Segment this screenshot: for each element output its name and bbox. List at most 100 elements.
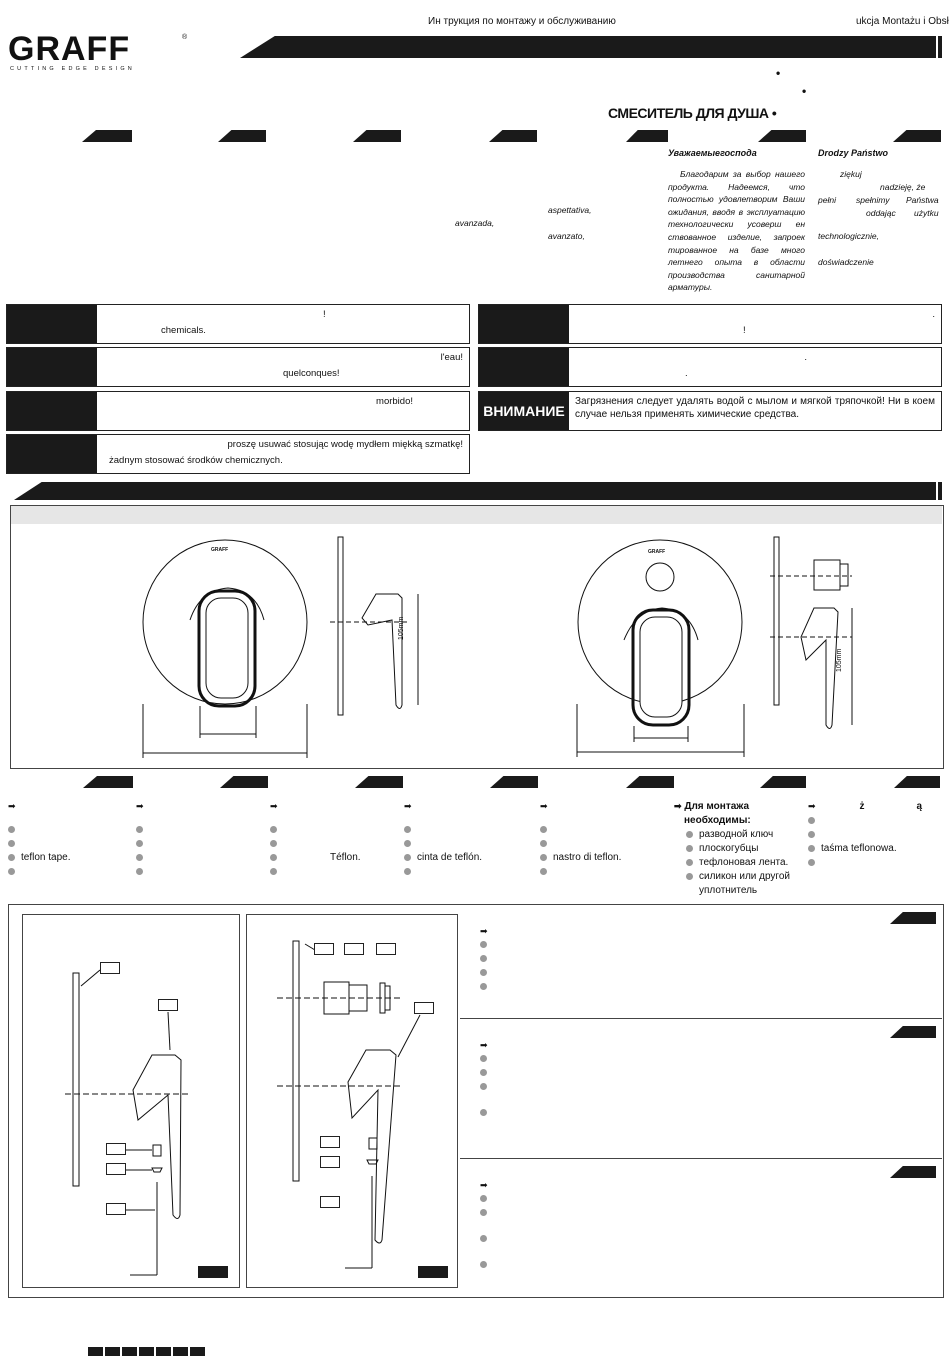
drawing-2-logo: GRAFF [648,549,666,555]
bullet-icon [136,839,143,847]
tools-pl-tape: taśma teflonowa. [821,843,897,854]
bullet-icon [270,867,277,875]
tools-en-tape: teflon tape. [21,852,71,863]
tools-it: ➡ nastro di teflon. [540,799,621,879]
bullet-icon [8,853,15,861]
tools-de: ➡ [136,799,149,879]
bullet-icon [686,858,693,866]
tools-ru-heading-1: Для монтажа [684,801,750,812]
bullet-icon [480,1209,487,1217]
drawing-2-front [576,539,745,757]
footer-block [173,1347,188,1356]
lang-tab-b4 [490,776,538,788]
warning-en: ! chemicals. [6,304,470,344]
bullet-icon [480,955,487,963]
intro-pl-l3b: spełnimy [856,195,890,205]
intro-es-word2: avanzada, [455,218,495,228]
lang-tab-b5 [626,776,674,788]
section-bar [14,482,936,500]
assembly-frame [8,904,944,1298]
bullet-icon [480,1261,487,1269]
intro-pl-heading: Drodzy Państwo [818,148,889,158]
assembly-panel-left [22,914,240,1288]
bullet-icon [136,825,143,833]
lang-tab-b7 [894,776,940,788]
bullet-icon [480,1083,487,1091]
arrow-icon: ➡ [404,801,412,811]
footer-block [122,1347,137,1356]
header-bar-end [938,36,942,58]
bullet-icon [480,1195,487,1203]
footer-block [156,1347,171,1356]
tools-it-tape: nastro di teflon. [553,852,622,863]
warning-right-1-l1: . [932,309,935,320]
warning-right-2: . . [478,347,942,387]
step-1-list: ➡ [480,924,493,994]
bullet-icon [480,1069,487,1077]
warning-ru-text: Загрязнения следует удалять водой с мыло… [575,396,935,420]
bullet-icon [480,983,487,991]
step-3-list: ➡ [480,1178,493,1272]
footer-block [139,1347,154,1356]
warning-it: morbido! [6,391,470,431]
dimension-label-1: 105mm [398,616,405,640]
intro-ru-body: Благодарим за выбор нашего продукта. Над… [668,169,805,293]
tools-ru-item-1: разводной ключ [699,829,774,840]
arrow-icon: ➡ [270,801,278,811]
warning-right-2-l1: . [804,352,807,363]
part-label-box [106,1163,126,1175]
intro-pl-l2: nadzieję, że [880,182,926,192]
drawing-1-front [142,539,308,758]
tools-fr: ➡ Téflon. [270,799,361,879]
warning-ru: ВНИМАНИЕ Загрязнения следует удалять вод… [478,391,942,431]
part-label-box [376,943,396,955]
intro-pl-l4b: użytku [914,208,939,218]
step-2-list: ➡ [480,1038,493,1120]
warning-pl-l1: proszę usuwać stosując wodę mydłem miękk… [227,439,463,450]
part-label-box [344,943,364,955]
intro-pl-l5: technologicznie, [818,231,879,241]
tools-pl-heading-1: ż [859,801,865,812]
bullet-icon [540,825,547,833]
arrow-icon: ➡ [480,926,488,936]
arrow-icon: ➡ [480,1040,488,1050]
lang-tab-b1 [83,776,133,788]
assembly-drawing-right [277,940,421,1269]
assembly-panel-right [246,914,458,1288]
warning-en-l2: chemicals. [161,325,206,336]
bullet-icon [540,853,547,861]
arrow-icon: ➡ [8,801,16,811]
brand-tagline: CUTTING EDGE DESIGN [10,66,135,72]
bullet-icon [270,825,277,833]
warning-right-2-l2: . [685,368,688,379]
warning-fr-label [7,348,97,386]
drawing-2-side [770,536,853,729]
brand-logo: GRAFF [8,30,131,68]
bullet-icon [270,839,277,847]
warning-pl-label [7,435,97,473]
bullet-icon [270,853,277,861]
bullet-icon [404,839,411,847]
warning-right-1: . ! [478,304,942,344]
intro-pl-l3a: pełni [818,195,836,205]
part-label-box [320,1136,340,1148]
warning-it-label [7,392,97,430]
tools-ru-item-4: силикон или другой [699,871,791,882]
arrow-icon: ➡ [480,1180,488,1190]
lang-tab-7 [893,130,941,142]
bullet-icon [808,830,815,838]
tools-ru-item-5: уплотнитель [699,885,758,896]
warning-right-2-label [479,348,569,386]
tools-es-tape: cinta de teflón. [417,852,483,863]
bullet-icon [404,867,411,875]
bullet-icon [686,872,693,880]
bullet-icon [136,853,143,861]
step-tab-1 [890,912,936,924]
bullet-icon [686,830,693,838]
warning-right-1-l2: ! [743,325,746,336]
tools-pl-heading-2: ą [916,801,923,812]
bullet-icon [540,839,547,847]
footer-block [88,1347,103,1356]
part-label-box [320,1156,340,1168]
